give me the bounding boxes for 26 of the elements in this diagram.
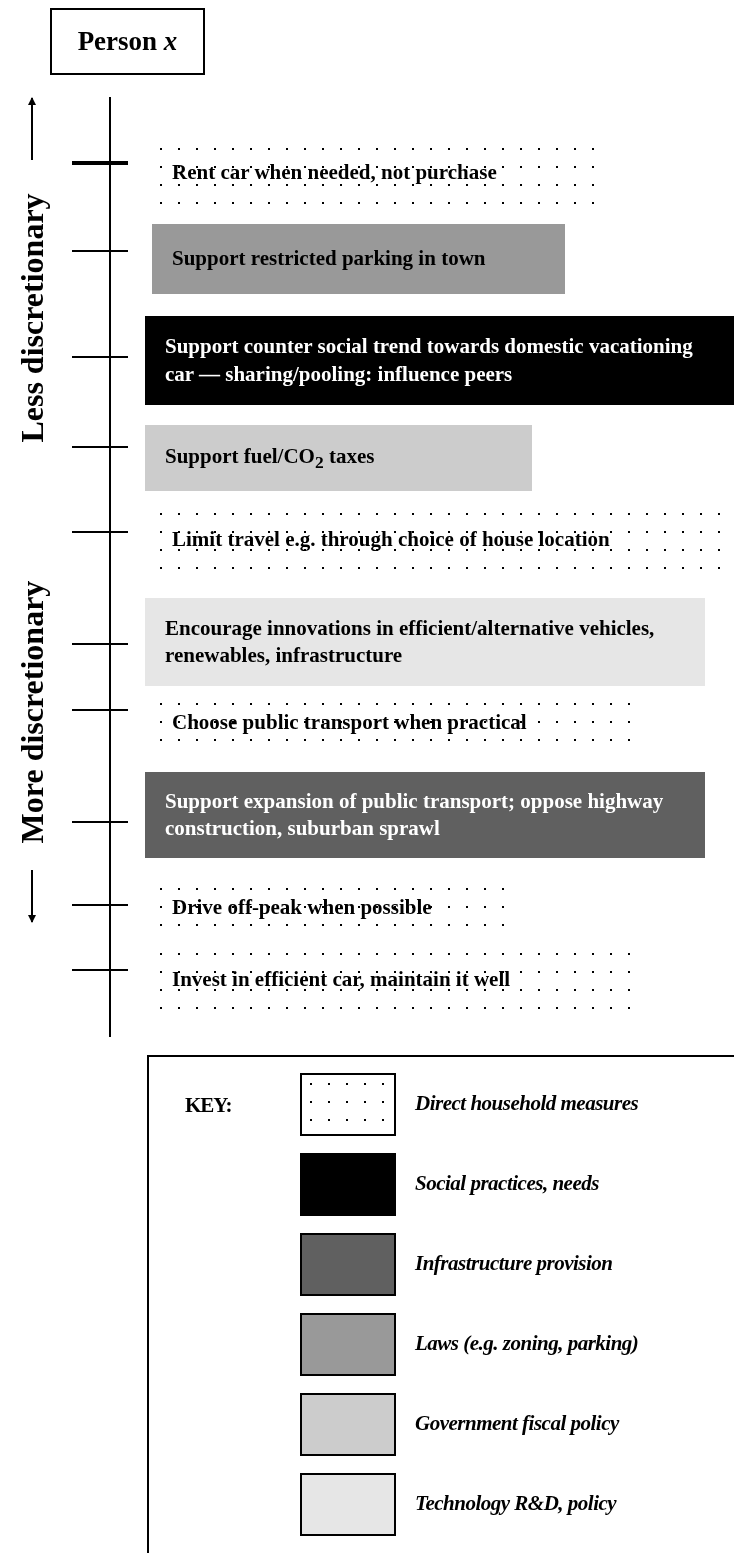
- measure-text: Support counter social trend towards domestic vacationing car — sharing/pooling: influence peers: [165, 333, 694, 388]
- measure-bar: [145, 772, 705, 858]
- measure-text: Invest in efficient car, maintain it well: [172, 966, 511, 994]
- title-box: [50, 8, 205, 75]
- legend-label: Direct household measures: [415, 1091, 639, 1116]
- legend-label: Government fiscal policy: [415, 1411, 619, 1436]
- measure-text: Choose public transport when practical: [172, 708, 527, 736]
- measure-text: Rent car when needed, not purchase: [172, 158, 497, 186]
- title-text: Person x: [77, 26, 178, 57]
- legend-label: Social practices, needs: [415, 1171, 599, 1196]
- measure-text: Support restricted parking in town: [172, 245, 486, 273]
- legend-label: Infrastructure provision: [415, 1251, 613, 1276]
- measure-bar: [145, 598, 705, 686]
- measure-text: Limit travel e.g. through choice of house location: [172, 526, 610, 554]
- measure-bar: [145, 316, 734, 405]
- measure-bar: [152, 224, 565, 294]
- axis-label: Less discretionary: [13, 193, 51, 443]
- measure-text: Support fuel/CO$_{2}$ taxes: [165, 442, 375, 474]
- legend-label: Laws (e.g. zoning, parking): [415, 1331, 639, 1356]
- legend-label: Technology R&D, policy: [415, 1491, 617, 1516]
- measure-text: Drive off-peak when possible: [172, 893, 432, 921]
- measure-bar: [145, 425, 532, 491]
- measure-text: Support expansion of public transport; oppose highway construction, suburban sprawl: [165, 787, 665, 842]
- axis-label: More discretionary: [13, 580, 51, 844]
- measure-text: Encourage innovations in efficient/alternative vehicles, renewables, infrastructure: [165, 614, 656, 669]
- key-heading: KEY:: [185, 1093, 232, 1118]
